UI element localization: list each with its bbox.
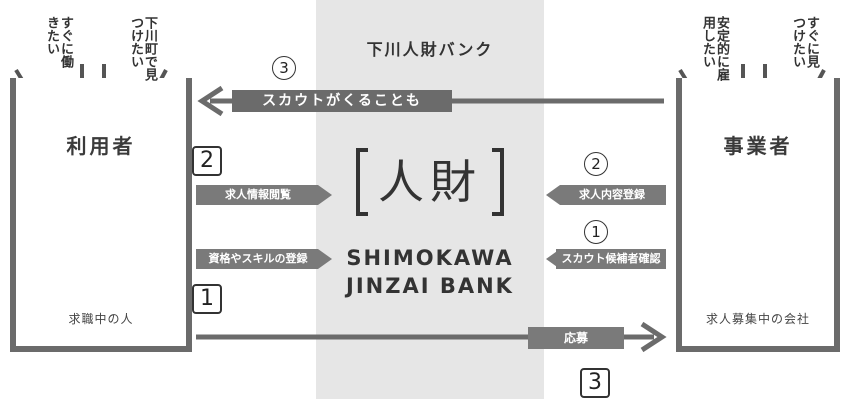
apply-step-number: 3 <box>580 368 610 398</box>
apply-label: 応募 <box>528 327 624 349</box>
register-skills-step-number: 1 <box>192 284 222 314</box>
view-jobs-step-number: 2 <box>192 146 222 176</box>
user-bubble-left: すぐに働きたい <box>44 16 73 68</box>
user-panel-footer: 求職中の人 <box>68 312 134 326</box>
employer-bubble-left: 安定的に雇用したい <box>700 16 729 81</box>
bank-name-line2: JINZAI BANK <box>346 274 514 298</box>
employer-panel-footer: 求人募集中の会社 <box>705 312 810 326</box>
scout-step-number: 3 <box>272 56 296 80</box>
employer-panel <box>676 78 840 352</box>
logo-bracket-left <box>356 148 368 216</box>
user-panel <box>10 78 192 352</box>
logo-bracket-right <box>492 148 504 216</box>
bank-title: 下川人財バンク <box>366 40 494 59</box>
employer-panel-title: 事業者 <box>723 134 793 158</box>
register-job-label: 求人内容登録 <box>560 185 664 205</box>
view-jobs-label: 求人情報閲覧 <box>198 185 318 205</box>
user-bubble-right: 下川町で見つけたい <box>128 16 157 81</box>
check-candidates-label: スカウト候補者確認 <box>556 249 666 269</box>
register-skills-label: 資格やスキルの登録 <box>198 249 318 269</box>
register-job-step-number: 2 <box>584 152 608 176</box>
scout-label: スカウトがくることも <box>232 90 452 112</box>
apply-arrow-head <box>640 321 667 353</box>
employer-bubble-right: すぐに見つけたい <box>790 16 819 68</box>
bank-background-band <box>316 0 544 399</box>
scout-arrow-head <box>197 85 224 117</box>
bank-logo: 人財 <box>378 155 482 209</box>
user-panel-title: 利用者 <box>66 134 136 158</box>
check-candidates-step-number: 1 <box>584 220 608 244</box>
bank-name-line1: SHIMOKAWA <box>346 246 514 270</box>
